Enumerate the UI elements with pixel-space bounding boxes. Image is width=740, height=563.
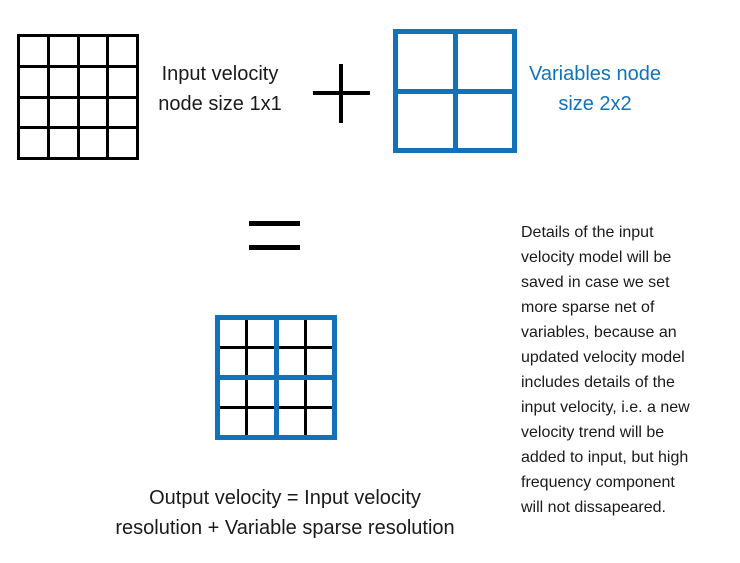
grid-cell: [457, 93, 512, 148]
equals-icon: [249, 221, 300, 250]
grid-cell: [20, 37, 47, 65]
grid-cell: [79, 37, 107, 65]
grid-cell: [278, 320, 304, 346]
grid-cell: [79, 98, 107, 127]
grid-cell: [109, 67, 136, 96]
grid-cell: [20, 98, 47, 127]
grid-cell: [220, 380, 246, 406]
grid-cell: [49, 129, 77, 157]
grid-cell: [79, 67, 107, 96]
grid-cell: [79, 129, 107, 157]
input-velocity-label: Input velocity node size 1x1: [158, 63, 282, 115]
grid-cell: [306, 380, 332, 406]
equals-bottom-bar: [249, 245, 300, 250]
output-velocity-grid: [215, 315, 337, 440]
grid-cell: [306, 349, 332, 375]
grid-cell: [306, 320, 332, 346]
grid-cell: [278, 380, 304, 406]
plus-icon: [313, 64, 370, 123]
grid-cell: [248, 409, 274, 435]
input-velocity-grid: [17, 34, 139, 160]
grid-cell: [220, 320, 274, 375]
grid-cell: [278, 380, 332, 435]
grid-cell: [109, 37, 136, 65]
output-velocity-caption: Output velocity = Input velocity resolut…: [115, 487, 455, 539]
grid-cell: [20, 129, 47, 157]
grid-cell: [398, 93, 453, 148]
grid-cell: [220, 349, 246, 375]
grid-cell: [248, 349, 274, 375]
grid-cell: [109, 129, 136, 157]
variables-node-label: Variables node size 2x2: [529, 63, 661, 115]
grid-cell: [306, 409, 332, 435]
grid-cell: [278, 349, 304, 375]
grid-cell: [49, 37, 77, 65]
grid-cell: [278, 320, 332, 375]
grid-cell: [109, 98, 136, 127]
grid-cell: [49, 98, 77, 127]
grid-cell: [248, 320, 274, 346]
equals-top-bar: [249, 221, 300, 226]
grid-cell: [220, 380, 274, 435]
grid-cell: [278, 409, 304, 435]
grid-cell: [457, 34, 512, 89]
grid-cell: [49, 67, 77, 96]
grid-cell: [220, 320, 246, 346]
grid-cell: [398, 34, 453, 89]
grid-cell: [20, 67, 47, 96]
variables-grid: [393, 29, 517, 153]
grid-cell: [248, 380, 274, 406]
plus-horizontal-bar: [313, 91, 370, 95]
grid-cell: [220, 409, 246, 435]
details-note: Details of the input velocity model will…: [521, 224, 690, 516]
